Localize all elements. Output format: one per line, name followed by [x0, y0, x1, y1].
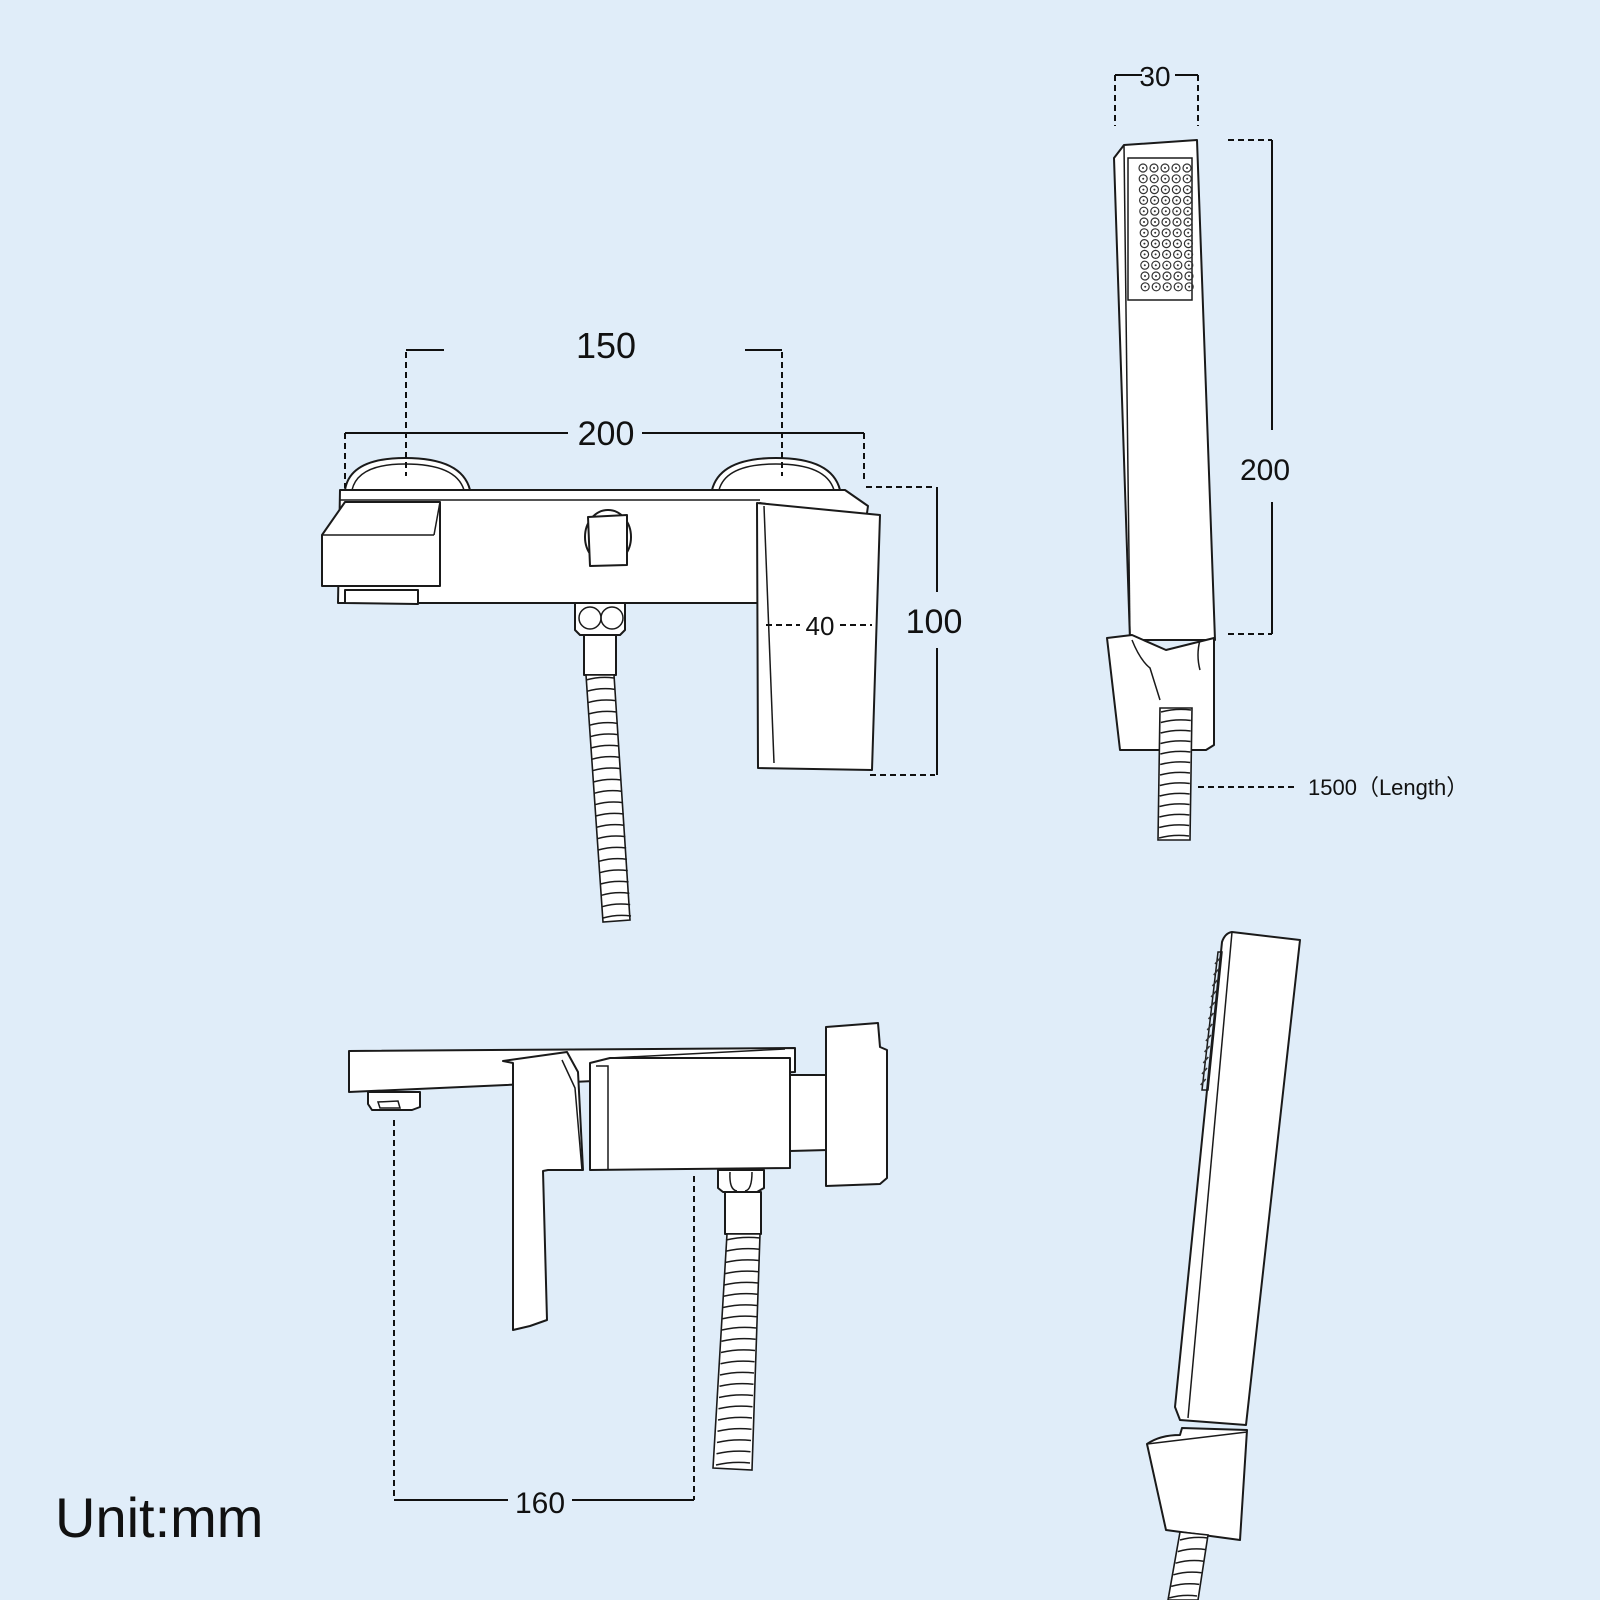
- wall-flange-right: [711, 457, 841, 491]
- dim-label-150: 150: [576, 325, 636, 366]
- front-view-hose: [585, 674, 632, 923]
- nozzle-panel: [1127, 157, 1193, 301]
- hose-connector: [574, 602, 626, 636]
- hand-shower-dimensions: 30 200 1500（Length）: [1114, 61, 1468, 800]
- dim-label-200-length: 200: [1240, 454, 1290, 487]
- hand-shower-front: [1106, 139, 1216, 751]
- side-wall-flange: [825, 1022, 888, 1187]
- hand-shower-side-hose: [1167, 1531, 1209, 1600]
- hand-shower-hose: [1157, 707, 1193, 841]
- side-body: [589, 1057, 791, 1171]
- hose-length-label: 1500（Length）: [1308, 775, 1468, 800]
- dim-label-160: 160: [515, 1487, 565, 1520]
- side-view-hose: [712, 1233, 761, 1471]
- dim-label-30: 30: [1139, 61, 1170, 92]
- side-view-dimensions: 160: [393, 1120, 695, 1520]
- hand-shower-side-holder: [1146, 1427, 1248, 1541]
- spout-block: [344, 589, 419, 605]
- dim-label-100: 100: [906, 603, 963, 641]
- mixer-side-view: [348, 1022, 888, 1331]
- mixer-front-view: [321, 457, 881, 771]
- hand-shower-side-body: [1174, 931, 1301, 1426]
- wall-flange-left: [344, 457, 471, 491]
- dim-label-200-width: 200: [578, 415, 635, 453]
- dim-label-40: 40: [806, 611, 835, 641]
- side-lever: [502, 1051, 584, 1331]
- unit-label: Unit:mm: [55, 1486, 264, 1549]
- nozzle-grid: [1138, 163, 1194, 292]
- hand-shower-side: [1146, 931, 1301, 1541]
- handle-lever: [756, 502, 881, 771]
- front-view-dimensions: 150 200 40 100: [344, 325, 963, 776]
